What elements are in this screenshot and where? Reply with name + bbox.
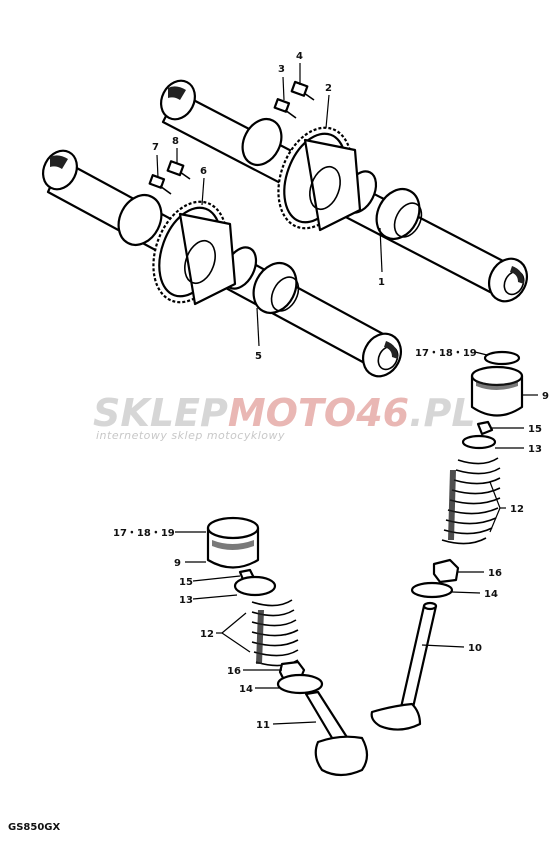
callout-11: 11 [256,720,270,731]
callout-7: 7 [152,142,159,153]
cam-sprocket-2 [277,126,362,232]
callout-4: 4 [296,51,303,62]
right-valve-assembly [370,350,524,731]
callout-9-left: 9 [174,558,181,569]
watermark-brand-2: MOTO [228,391,356,435]
callout-2: 2 [325,83,332,94]
right-valve [370,601,438,731]
callout-16-right: 16 [488,568,502,579]
callout-14-left: 14 [239,684,253,695]
callout-13-right: 13 [528,444,542,455]
svg-text:SKLEPMOTO46.PL: SKLEPMOTO46.PL [93,391,476,435]
right-spring-seat [410,581,454,599]
callout-16-left: 16 [227,666,241,677]
callout-15-right: 15 [528,424,542,435]
callout-10: 10 [468,643,482,654]
model-code: GS850GX [8,822,60,833]
callout-12-right: 12 [510,504,524,515]
callout-5: 5 [255,351,262,362]
right-shim [483,350,521,366]
left-valve-assembly [206,516,369,777]
watermark-brand-1: SKLEP [93,391,228,435]
watermark-brand-3: 46 [355,391,409,435]
right-stem-seal [432,558,460,584]
callout-8: 8 [172,136,179,147]
callout-13-left: 13 [179,595,193,606]
callout-14-right: 14 [484,589,498,600]
leader-lines [156,63,538,725]
right-cotter [476,420,494,436]
callout-1: 1 [378,277,385,288]
callout-6: 6 [200,166,207,177]
left-valve [304,690,369,777]
callout-17-18-19-left: 17・18・19 [113,528,175,539]
sprocket-bolt-7 [148,174,172,195]
callout-15-left: 15 [179,577,193,588]
callout-12-left: 12 [200,629,214,640]
callout-labels: 3 4 2 1 7 8 6 5 17・18・19 9 15 13 12 16 1… [113,51,549,731]
callout-9-right: 9 [542,391,549,402]
watermark-brand-4: .PL [409,391,476,435]
watermark: SKLEPMOTO46.PL internetowy sklep motocyk… [93,391,476,442]
left-retainer [233,575,277,597]
callout-17-18-19-right: 17・18・19 [415,348,477,359]
sprocket-bolt-4 [290,80,315,101]
right-retainer [461,434,497,450]
sprocket-bolt-3 [273,98,297,119]
left-springs [251,599,299,667]
watermark-subtitle: internetowy sklep motocyklowy [96,429,285,442]
callout-3: 3 [278,64,285,75]
cam-sprocket-6 [152,200,237,306]
left-spring-seat [276,673,324,695]
sprocket-bolt-8 [166,160,191,180]
right-springs [441,457,501,545]
left-shim [206,516,260,540]
